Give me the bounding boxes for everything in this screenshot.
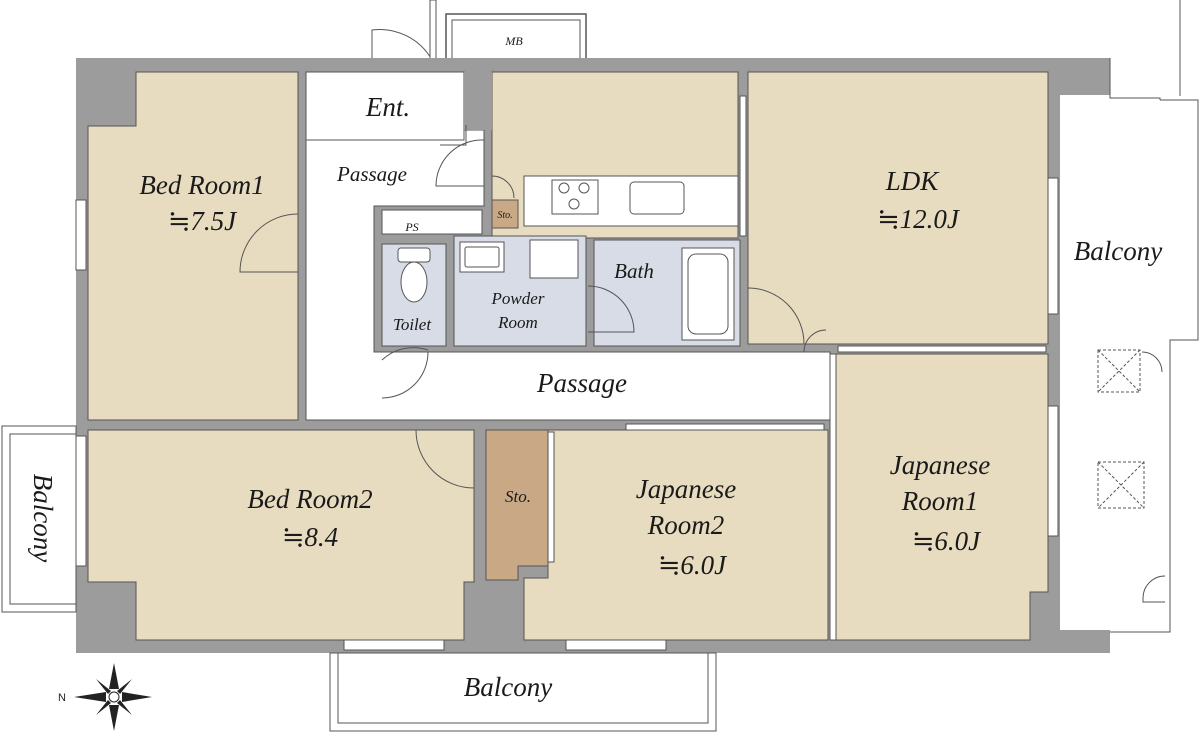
sliding-doors	[75, 95, 1059, 651]
powder-room-label-2: Room	[497, 313, 538, 332]
ps-box	[381, 209, 483, 235]
ldk-size: ≒12.0J	[877, 204, 961, 234]
sto-small-label: Sto.	[497, 210, 512, 221]
japanese1-name-1: Japanese	[890, 450, 990, 480]
sink-icon	[459, 241, 505, 273]
kitchen-counter-icon	[523, 175, 739, 227]
west-balcony	[1, 425, 77, 613]
east-balcony-label: Balcony	[1074, 236, 1162, 266]
passage-lower-label: Passage	[536, 368, 627, 398]
west-balcony-label: Balcony	[28, 474, 58, 562]
bathtub-icon	[681, 247, 735, 341]
south-balcony-label: Balcony	[464, 672, 552, 702]
compass-north-letter: N	[58, 692, 66, 704]
mb-label: MB	[504, 34, 523, 48]
japanese2-name-1: Japanese	[636, 474, 736, 504]
bedroom2-name: Bed Room2	[247, 484, 372, 514]
sto-large-label: Sto.	[505, 487, 531, 506]
toilet-fixture-icon	[397, 247, 431, 303]
passage-upper-label: Passage	[336, 162, 407, 186]
compass-rose-icon	[74, 663, 152, 731]
ps-label: PS	[404, 220, 418, 234]
interior-doors	[239, 139, 827, 489]
bath-label: Bath	[614, 259, 654, 283]
japanese1-name-2: Room1	[901, 486, 979, 516]
bedroom2-size: ≒8.4	[282, 522, 338, 552]
toilet-label: Toilet	[393, 315, 432, 334]
powder-room-label-1: Powder	[491, 289, 545, 308]
japanese2-size: ≒6.0J	[658, 550, 728, 580]
meter-box	[445, 13, 587, 61]
ldk-name: LDK	[885, 166, 941, 196]
east-balcony	[1060, 0, 1199, 633]
entrance-door	[371, 0, 437, 61]
storage-small	[491, 199, 519, 229]
washing-machine-icon	[529, 239, 579, 279]
ldk-floor	[747, 71, 1049, 345]
japanese2-name-2: Room2	[647, 510, 725, 540]
south-balcony	[329, 652, 717, 732]
entrance-floor	[305, 71, 465, 141]
bedroom1-floor	[87, 71, 299, 421]
bedroom1-size: ≒7.5J	[168, 206, 238, 236]
bedroom1-name: Bed Room1	[139, 170, 264, 200]
entrance-label: Ent.	[365, 92, 410, 122]
japanese1-size: ≒6.0J	[912, 526, 982, 556]
storage-large	[485, 429, 549, 581]
